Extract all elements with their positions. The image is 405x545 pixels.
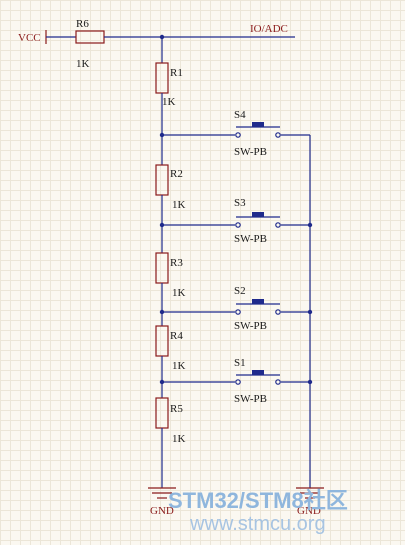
switch-s4 — [162, 122, 310, 138]
gnd-label-left: GND — [150, 505, 174, 517]
resistor-r4 — [155, 325, 169, 357]
switch-s3 — [162, 212, 310, 228]
switch-s1 — [162, 370, 310, 385]
r6-value: 1K — [76, 58, 90, 70]
r6-ref: R6 — [76, 18, 89, 30]
io-adc-label: IO/ADC — [250, 23, 288, 35]
r4-value: 1K — [172, 360, 186, 372]
r1-value: 1K — [162, 96, 176, 108]
s4-ref: S4 — [234, 109, 246, 121]
s1-type: SW-PB — [234, 393, 267, 405]
vcc-port — [45, 30, 76, 44]
gnd-label-right: GND — [297, 505, 321, 517]
r3-value: 1K — [172, 287, 186, 299]
r2-value: 1K — [172, 199, 186, 211]
r2-ref: R2 — [170, 168, 183, 180]
r5-value: 1K — [172, 433, 186, 445]
resistor-r2 — [155, 164, 169, 196]
resistor-r3 — [155, 252, 169, 284]
s2-type: SW-PB — [234, 320, 267, 332]
resistor-r6 — [75, 30, 105, 44]
vcc-label: VCC — [18, 32, 41, 44]
r5-ref: R5 — [170, 403, 183, 415]
watermark-logo: STM32/STM8社区 — [168, 488, 348, 513]
resistor-r1 — [155, 62, 169, 94]
s2-ref: S2 — [234, 285, 246, 297]
ground-symbol-right — [296, 487, 324, 499]
ground-symbol-left — [148, 487, 176, 499]
switch-s2 — [162, 299, 310, 315]
r4-ref: R4 — [170, 330, 183, 342]
resistor-r5 — [155, 397, 169, 429]
s3-ref: S3 — [234, 197, 246, 209]
r3-ref: R3 — [170, 257, 183, 269]
s4-type: SW-PB — [234, 146, 267, 158]
s1-ref: S1 — [234, 357, 246, 369]
r1-ref: R1 — [170, 67, 183, 79]
s3-type: SW-PB — [234, 233, 267, 245]
watermark-url: www.stmcu.org — [189, 513, 326, 535]
